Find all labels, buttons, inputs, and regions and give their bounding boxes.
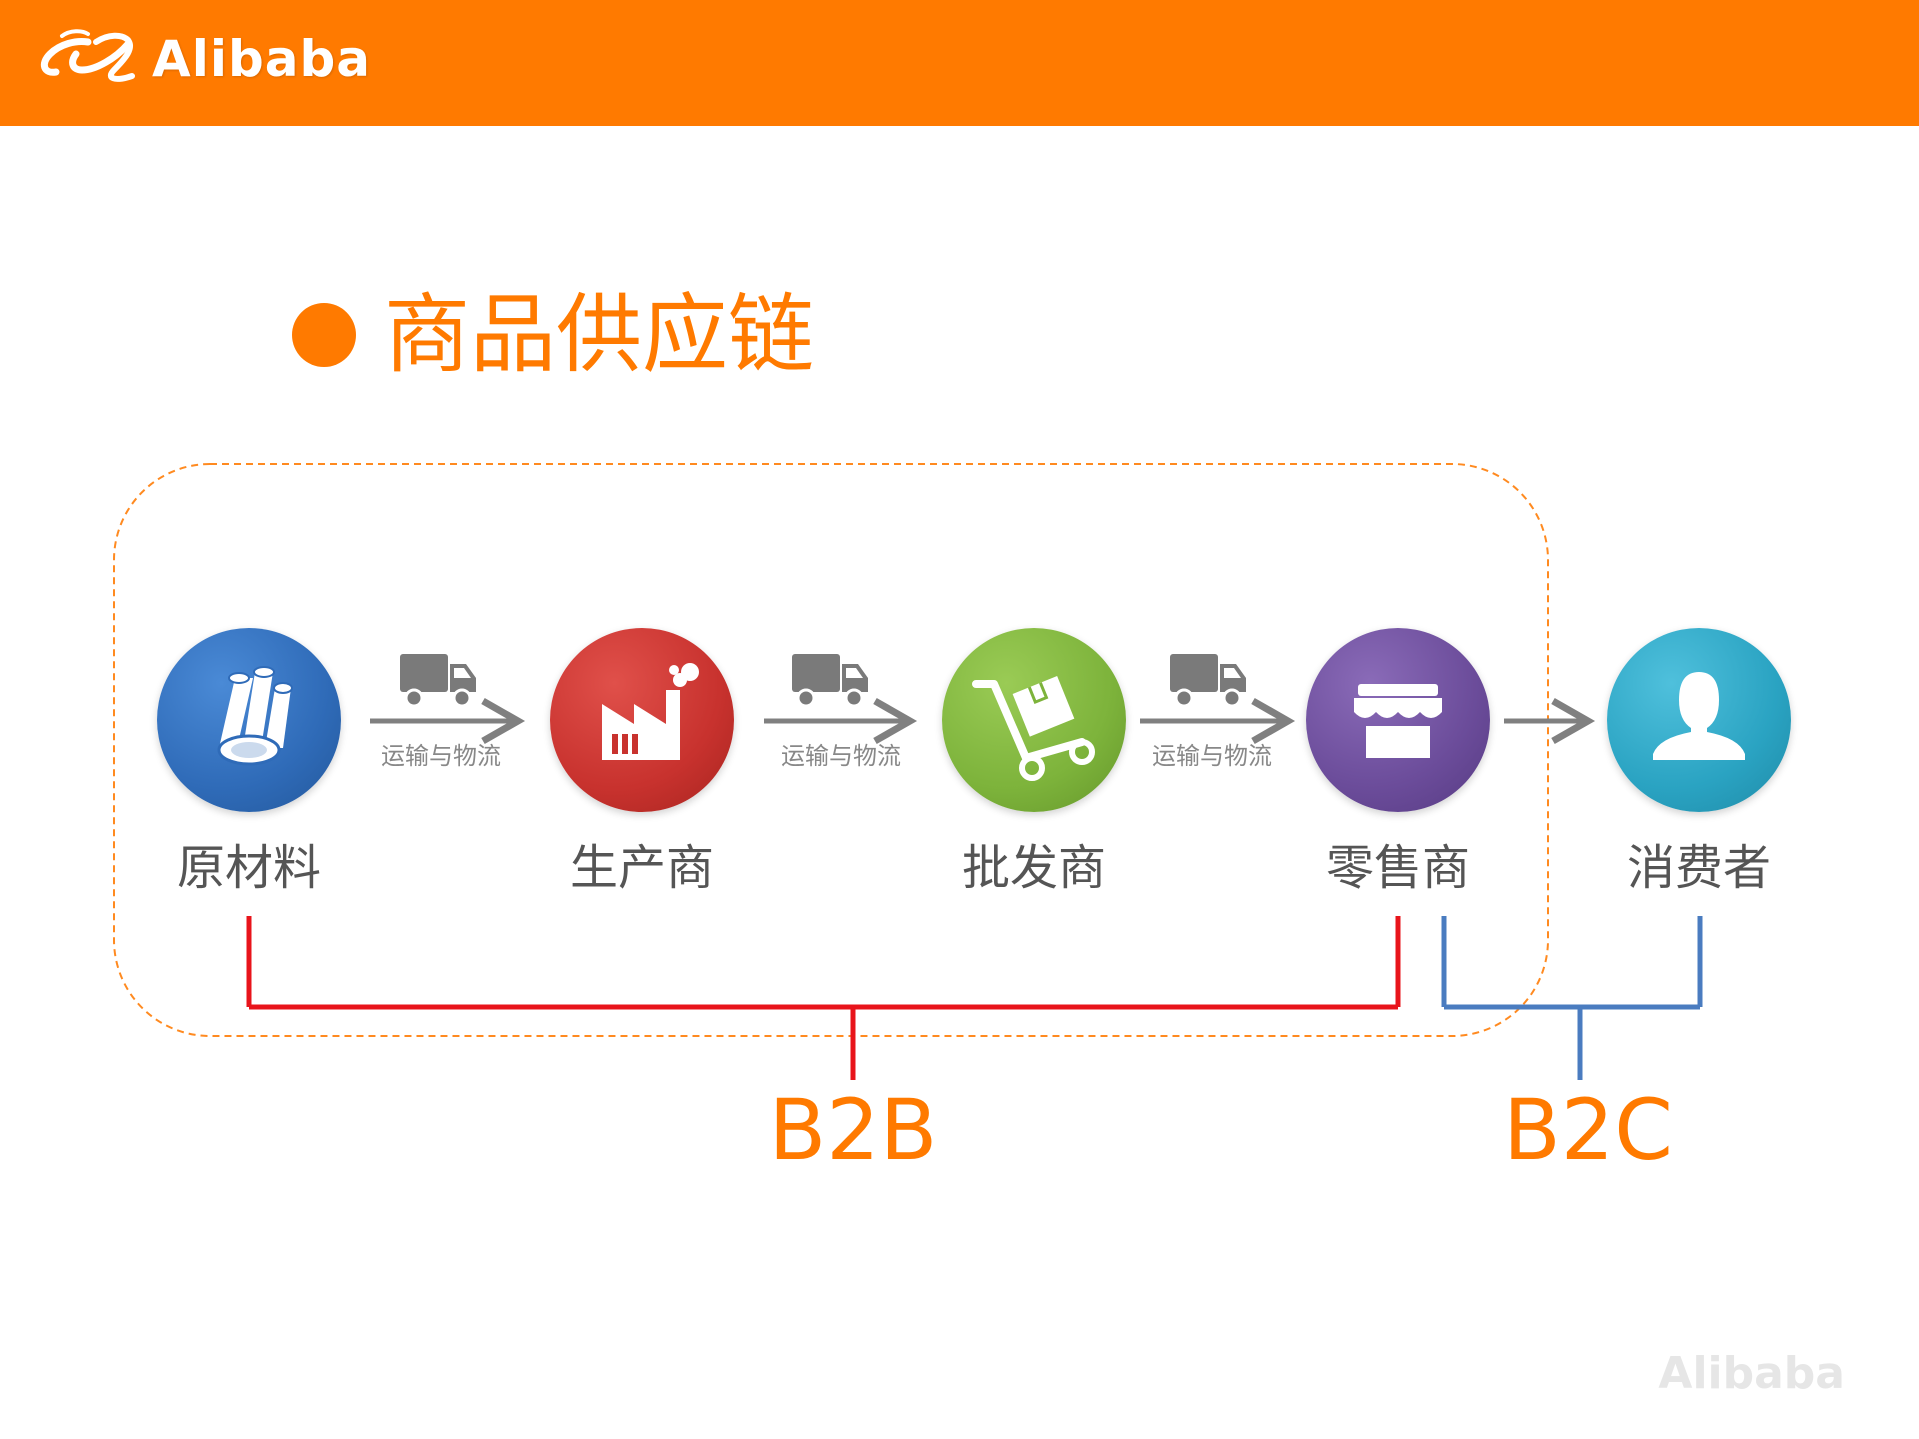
page-title: 商品供应链: [384, 285, 814, 385]
raw-materials-icon: [217, 666, 293, 766]
node-label-manufacturer: 生产商: [569, 840, 714, 896]
node-wholesaler: [942, 628, 1126, 812]
person-icon: [1653, 672, 1745, 760]
edge-label-logistics: 运输与物流: [381, 742, 501, 770]
title-bullet: [292, 303, 356, 367]
node-label-retailer: 零售商: [1325, 840, 1470, 896]
logo-text: Alibaba: [152, 30, 372, 88]
header-bar: Alibaba: [0, 0, 1919, 126]
node-manufacturer: [550, 628, 734, 812]
hand-truck-icon: [972, 676, 1095, 781]
alibaba-smile-logo-icon: [40, 29, 135, 82]
b2b-bracket: [246, 916, 1401, 1080]
storefront-icon: [1354, 684, 1442, 758]
b2c-bracket: [1441, 916, 1703, 1080]
group-label-b2c: B2C: [1503, 1081, 1673, 1179]
truck-icon: [398, 652, 478, 708]
truck-icon: [790, 652, 870, 708]
node-retailer: [1306, 628, 1490, 812]
truck-icon: [1168, 652, 1248, 708]
node-raw-materials: [157, 628, 341, 812]
node-label-raw-materials: 原材料: [176, 840, 321, 896]
edge-label-logistics: 运输与物流: [1152, 742, 1272, 770]
title-row: 商品供应链: [292, 292, 814, 378]
node-label-wholesaler: 批发商: [961, 840, 1106, 896]
edge-label-logistics: 运输与物流: [781, 742, 901, 770]
b2b-dashed-frame: [113, 463, 1549, 1037]
group-label-b2b: B2B: [768, 1081, 938, 1179]
alibaba-logo: Alibaba: [36, 24, 371, 94]
node-label-consumer: 消费者: [1626, 840, 1771, 896]
watermark-logo: Alibaba: [1658, 1348, 1845, 1399]
factory-icon: [602, 663, 699, 760]
node-consumer: [1607, 628, 1791, 812]
